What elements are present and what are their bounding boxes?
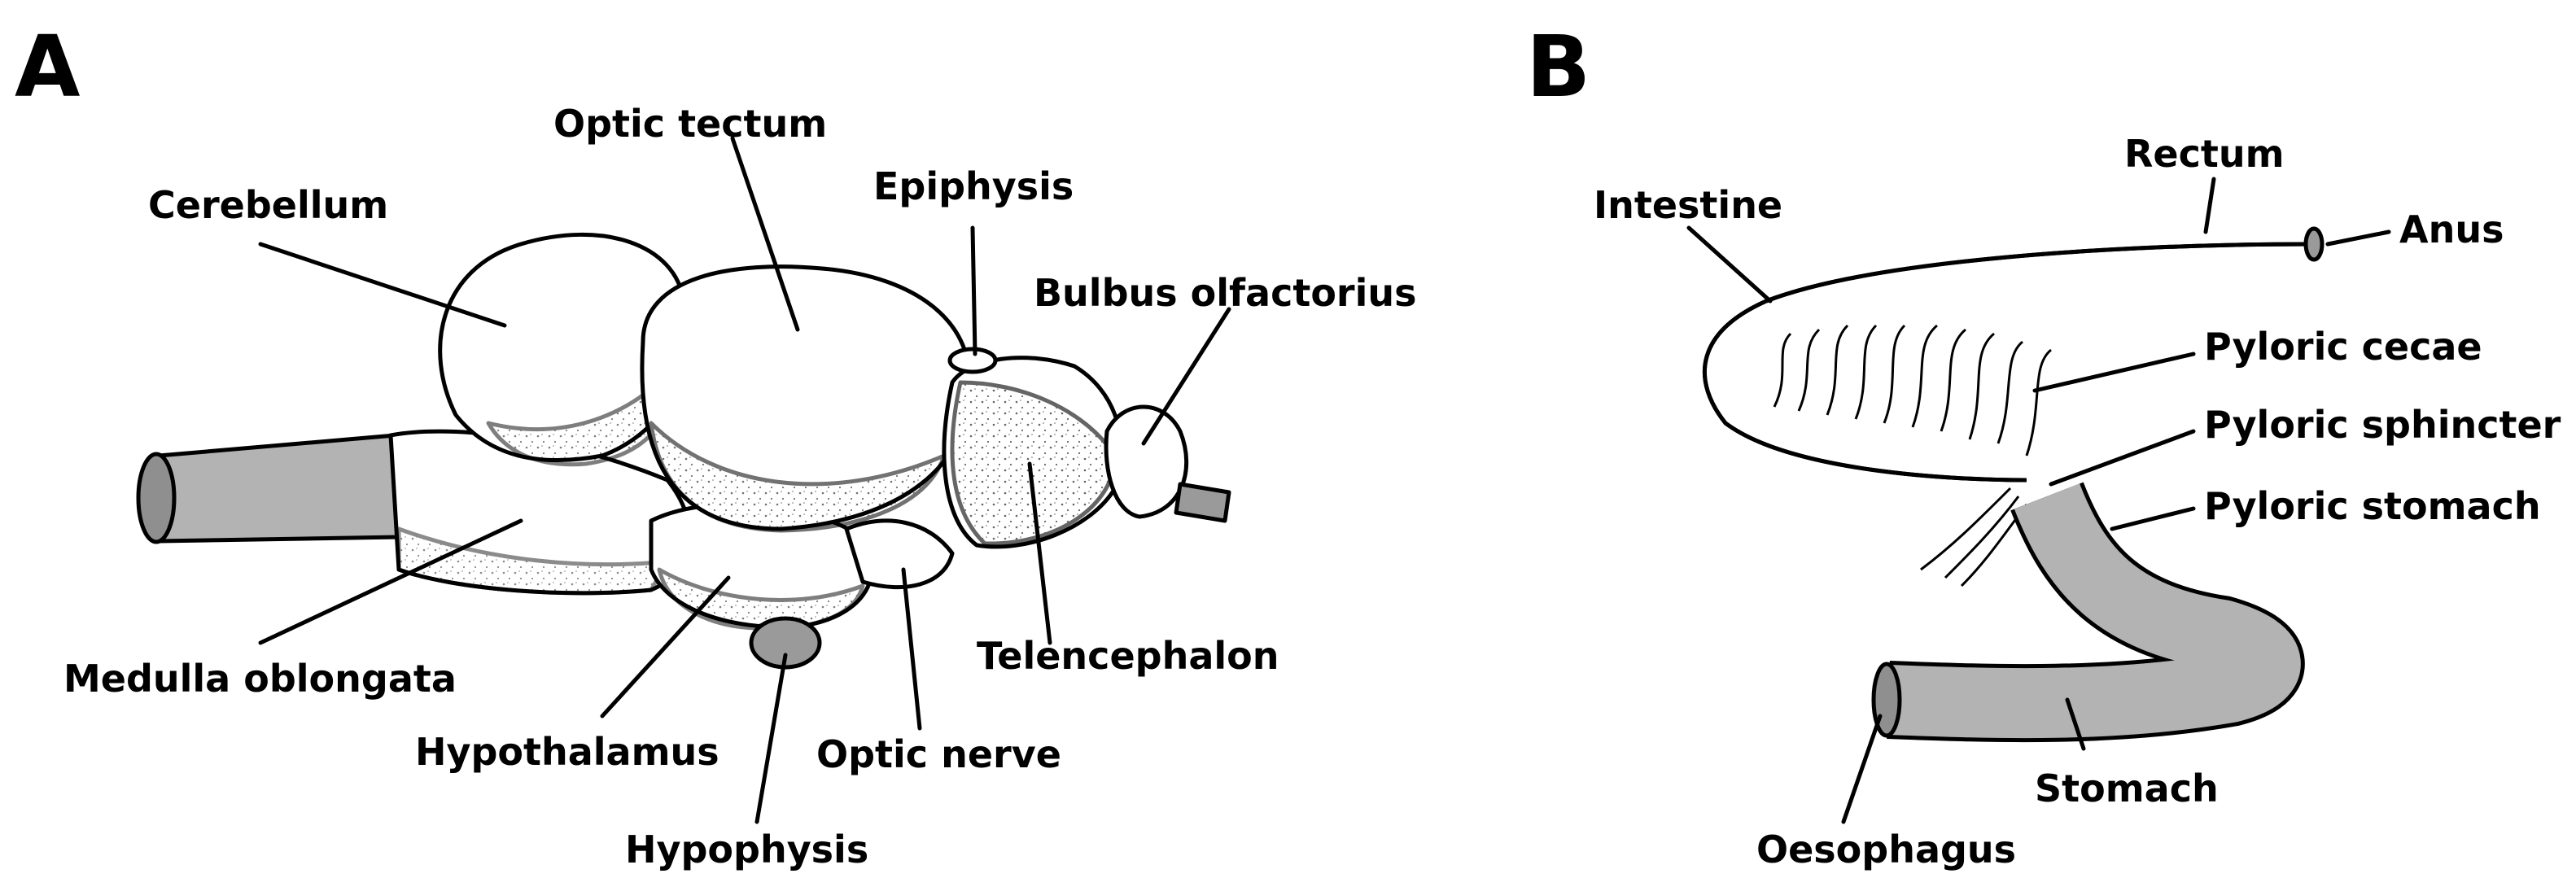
- brain-leaders: [258, 136, 1231, 824]
- label-pyloric-cecae: Pyloric cecae: [2204, 325, 2482, 369]
- pyloric-cecae: [1773, 324, 2052, 587]
- label-rectum: Rectum: [2124, 132, 2285, 176]
- label-hypophysis: Hypophysis: [625, 828, 868, 871]
- brain-drawing: [136, 233, 1231, 670]
- gut-labels: Rectum Intestine Anus Pyloric cecae Pylo…: [1594, 132, 2561, 871]
- label-anus: Anus: [2399, 207, 2504, 251]
- spinal-cord-end: [136, 452, 177, 544]
- label-medulla-oblongata: Medulla oblongata: [63, 657, 457, 701]
- label-pyloric-sphincter: Pyloric sphincter: [2204, 403, 2561, 447]
- hypophysis: [749, 616, 822, 670]
- label-optic-nerve: Optic nerve: [816, 732, 1061, 776]
- label-stomach: Stomach: [2035, 767, 2219, 810]
- panel-b: B: [1526, 17, 2561, 871]
- label-optic-tectum: Optic tectum: [553, 102, 827, 146]
- spinal-cord: [156, 433, 401, 544]
- gut-drawing: [1702, 226, 2325, 743]
- label-telencephalon: Telencephalon: [977, 634, 1279, 678]
- label-pyloric-stomach: Pyloric stomach: [2204, 484, 2541, 528]
- panel-b-letter: B: [1526, 17, 1590, 116]
- label-intestine: Intestine: [1594, 183, 1782, 227]
- bulbus-olfactorius: [1104, 404, 1189, 519]
- panel-a-letter: A: [15, 17, 81, 116]
- gut-leaders: [1686, 177, 2391, 824]
- brain-labels: Optic tectum Cerebellum Epiphysis Bulbus…: [63, 102, 1417, 871]
- label-epiphysis: Epiphysis: [873, 164, 1074, 208]
- label-hypothalamus: Hypothalamus: [415, 730, 719, 774]
- panel-a: A: [15, 17, 1417, 871]
- label-oesophagus: Oesophagus: [1756, 828, 2016, 871]
- stomach: [1887, 483, 2301, 739]
- epiphysis: [947, 347, 998, 374]
- optic-nerve: [844, 518, 955, 590]
- label-cerebellum: Cerebellum: [148, 183, 388, 227]
- anus-opening: [2303, 226, 2325, 262]
- label-bulbus-olfactorius: Bulbus olfactorius: [1034, 271, 1417, 315]
